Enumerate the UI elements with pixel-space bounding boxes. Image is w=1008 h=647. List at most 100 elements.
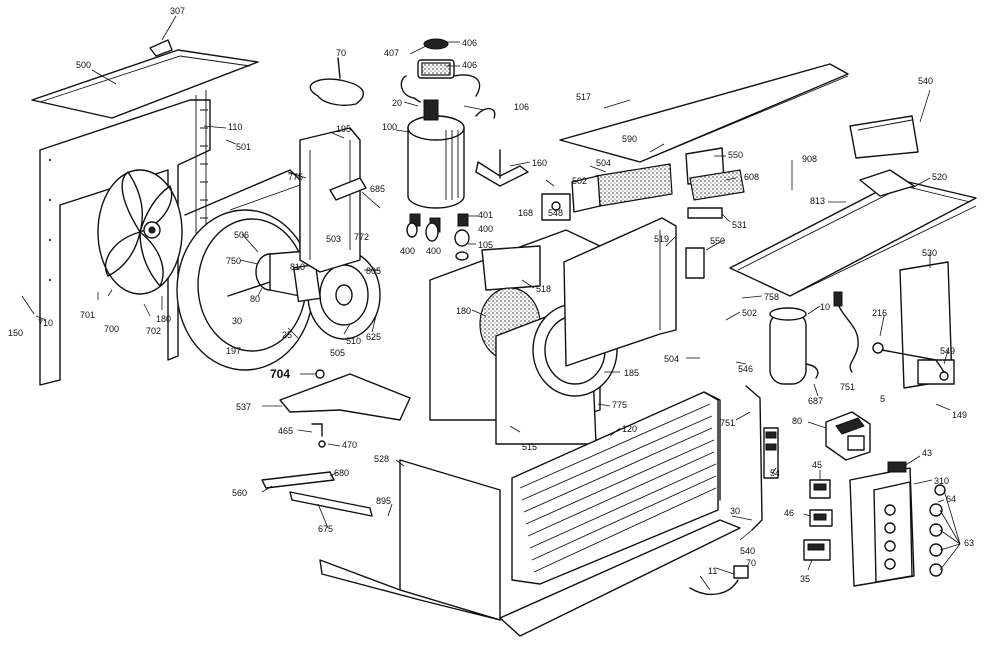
part-label-106: 106 (514, 102, 529, 112)
part-label-185: 185 (624, 368, 639, 378)
transformer-80 (825, 411, 871, 461)
compressor (400, 38, 481, 261)
part-label-608: 608 (744, 172, 759, 182)
part-label-504: 504 (596, 158, 611, 168)
part-label-813: 813 (810, 196, 825, 206)
part-label-685: 685 (370, 184, 385, 194)
part-label-520: 520 (932, 172, 947, 182)
part-label-120: 120 (622, 424, 637, 434)
part-label-751: 751 (720, 418, 735, 428)
part-label-25: 25 (282, 330, 292, 340)
part-label-406: 406 (462, 38, 477, 48)
part-label-531: 531 (732, 220, 747, 230)
relay-switch-54 (745, 385, 779, 531)
part-label-30: 30 (232, 316, 242, 326)
part-label-149: 149 (952, 410, 967, 420)
part-label-701: 701 (80, 310, 95, 320)
part-label-772: 772 (354, 232, 369, 242)
part-label-307: 307 (170, 6, 185, 16)
part-label-895: 895 (376, 496, 391, 506)
leader-lines (21, 15, 961, 591)
control-box-530 (899, 261, 955, 389)
part-label-310: 310 (934, 476, 949, 486)
part-label-503: 503 (326, 234, 341, 244)
part-label-751: 751 (840, 382, 855, 392)
part-label-908: 908 (802, 154, 817, 164)
part-label-400: 400 (400, 246, 415, 256)
part-label-54: 54 (770, 468, 780, 478)
part-label-80: 80 (792, 416, 802, 426)
part-label-35: 35 (800, 574, 810, 584)
part-label-500: 500 (76, 60, 91, 70)
mounting-bracket (279, 369, 411, 448)
part-label-180: 180 (456, 306, 471, 316)
evaporator-coil (511, 391, 721, 585)
part-label-560: 560 (232, 488, 247, 498)
part-label-515: 515 (522, 442, 537, 452)
part-label-30: 30 (730, 506, 740, 516)
fan-motor (227, 249, 381, 340)
part-label-758: 758 (764, 292, 779, 302)
part-label-400: 400 (478, 224, 493, 234)
part-label-180: 180 (156, 314, 171, 324)
part-label-775: 775 (288, 172, 303, 182)
part-label-470: 470 (342, 440, 357, 450)
switch-35 (803, 539, 831, 561)
thermostat-549 (881, 349, 949, 381)
part-label-550: 550 (710, 236, 725, 246)
small-fittings (475, 108, 571, 221)
part-label-518: 518 (536, 284, 551, 294)
part-label-11: 11 (708, 566, 717, 576)
part-label-110: 110 (228, 122, 242, 132)
part-label-710: 710 (38, 318, 53, 328)
part-label-43: 43 (922, 448, 932, 458)
part-label-504: 504 (664, 354, 679, 364)
part-label-501: 501 (236, 142, 251, 152)
control-panel-310 (849, 461, 915, 587)
capacitor-10 (769, 307, 819, 385)
switch-46 (809, 509, 833, 527)
part-label-548: 548 (548, 208, 563, 218)
part-label-625: 625 (366, 332, 381, 342)
part-number-labels: 307 500 110 501 195 775 70 407 406 406 2… (8, 6, 974, 584)
part-label-505: 505 (330, 348, 345, 358)
part-label-528: 528 (374, 454, 389, 464)
base-pan-520 (729, 169, 977, 297)
part-label-197: 197 (226, 346, 241, 356)
part-label-810: 810 (290, 262, 305, 272)
filter-panel-504 (571, 163, 673, 213)
part-label-675: 675 (318, 524, 333, 534)
part-label-216: 216 (872, 308, 887, 318)
part-label-510: 510 (346, 336, 361, 346)
part-label-540: 540 (918, 76, 933, 86)
part-label-550: 550 (728, 150, 743, 160)
part-label-168: 168 (518, 208, 533, 218)
part-label-702: 702 (146, 326, 161, 336)
part-label-100: 100 (382, 122, 397, 132)
top-rail-517 (559, 63, 849, 163)
part-label-502: 502 (742, 308, 757, 318)
bracket-550 (685, 147, 745, 279)
condenser-fan-blade (97, 169, 183, 295)
part-label-70: 70 (336, 48, 346, 58)
part-label-700: 700 (104, 324, 119, 334)
refrigerant-tube (309, 57, 364, 106)
part-label-546: 546 (738, 364, 753, 374)
part-label-64: 64 (946, 494, 956, 504)
part-label-506: 506 (234, 230, 249, 240)
harness-70 (689, 565, 749, 596)
part-label-195: 195 (336, 124, 351, 134)
part-label-46: 46 (784, 508, 794, 518)
part-label-540: 540 (740, 546, 755, 556)
part-label-750: 750 (226, 256, 241, 266)
part-label-775: 775 (612, 400, 627, 410)
power-cord-216 (833, 291, 884, 373)
part-label-5: 5 (880, 394, 885, 404)
part-label-150: 150 (8, 328, 23, 338)
part-label-590: 590 (622, 134, 637, 144)
part-label-10: 10 (820, 302, 830, 312)
part-label-704: 704 (270, 367, 290, 381)
part-label-537: 537 (236, 402, 251, 412)
part-label-465: 465 (278, 426, 293, 436)
part-label-407: 407 (384, 48, 399, 58)
